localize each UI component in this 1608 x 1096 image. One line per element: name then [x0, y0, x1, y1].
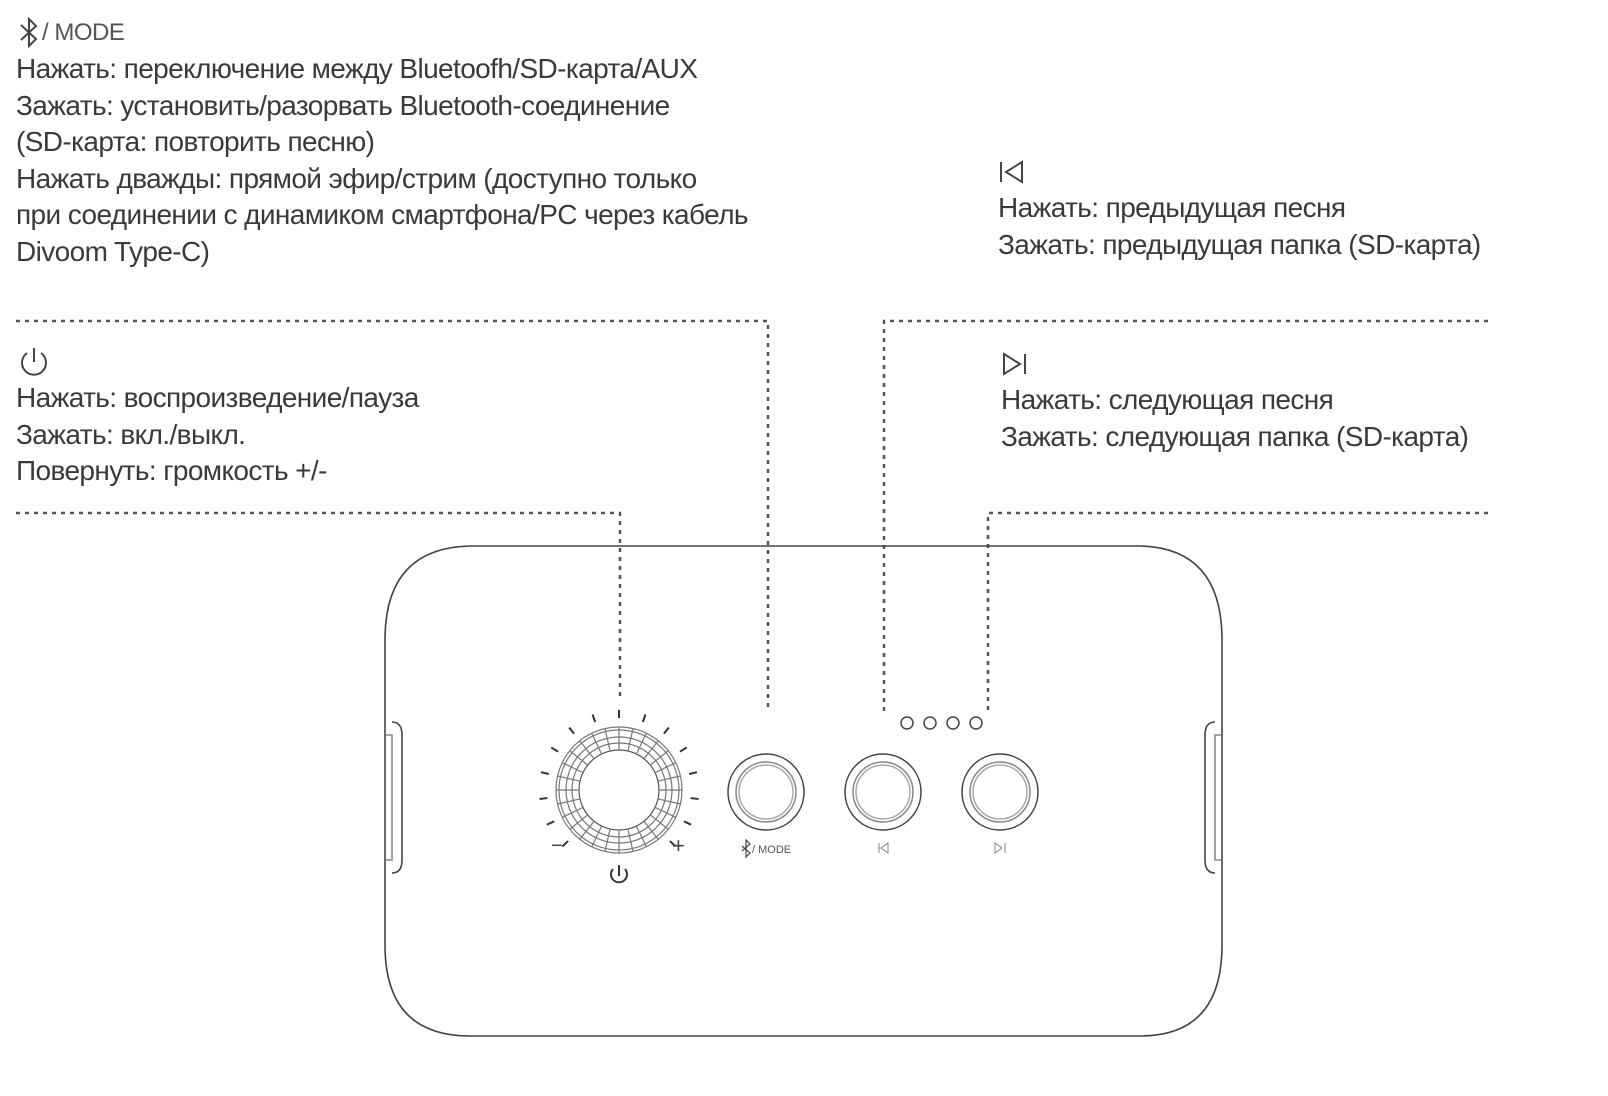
power-line: Нажать: воспроизведение/пауза — [16, 382, 419, 413]
side-handle-left — [391, 721, 403, 874]
volume-tick — [679, 746, 688, 753]
knob-rib — [627, 828, 634, 852]
previous-description: Нажать: предыдущая песня Зажать: предыду… — [998, 154, 1481, 263]
volume-tick — [539, 797, 548, 800]
knob-rib — [557, 775, 581, 782]
knob-rib — [561, 762, 584, 774]
knob-rib — [591, 732, 603, 755]
volume-tick — [591, 714, 597, 723]
volume-tick — [641, 714, 647, 723]
leader-prev — [882, 319, 1488, 712]
volume-tick — [688, 771, 698, 775]
volume-tick — [683, 820, 692, 826]
mode-button[interactable] — [727, 753, 805, 831]
volume-tick — [568, 726, 575, 735]
knob-plus-label: + — [672, 833, 685, 858]
volume-tick — [663, 726, 670, 735]
power-line: Повернуть: громкость +/- — [16, 455, 327, 487]
knob-minus-label: − — [551, 835, 563, 857]
mode-description: / MODE Нажать: переключение между Blueto… — [16, 15, 749, 271]
mode-line: при соединении с динамиком смартфона/PC … — [16, 199, 749, 231]
knob-rib — [557, 798, 581, 805]
knob-rib — [569, 814, 589, 830]
mode-line: Divoom Type-C) — [16, 235, 210, 267]
knob-rib — [561, 806, 584, 818]
leader-power — [16, 511, 622, 700]
knob-rib — [649, 750, 669, 766]
knob-rib — [579, 740, 595, 760]
previous-button-label-icon — [878, 841, 889, 855]
leader-lines — [16, 319, 1488, 712]
knob-power-icon — [610, 865, 628, 884]
next-description: Нажать: следующая песня Зажать: следующа… — [1001, 346, 1469, 455]
volume-tick — [690, 797, 699, 800]
volume-tick — [669, 840, 677, 848]
knob-rib — [627, 728, 634, 752]
knob-rib — [579, 820, 595, 840]
mode-header: / MODE — [16, 15, 748, 51]
knob-rib — [643, 740, 659, 760]
leader-next — [986, 511, 1488, 712]
previous-track-icon — [1000, 160, 1023, 184]
mode-line: Нажать: переключение между Bluetoofh/SD-… — [16, 53, 698, 84]
knob-rib — [569, 750, 589, 766]
power-icon — [21, 348, 47, 376]
mode-header-label: / MODE — [42, 18, 125, 46]
next-button-label-icon — [994, 841, 1006, 855]
mode-button-bluetooth-icon — [741, 838, 751, 859]
knob-rib — [604, 728, 611, 752]
previous-line: Нажать: предыдущая песня — [998, 192, 1346, 223]
mode-line: Нажать дважды: прямой эфир/стрим (доступ… — [16, 162, 697, 194]
mode-line: Зажать: установить/разорвать Bluetooth-с… — [16, 89, 670, 121]
previous-line: Зажать: предыдущая папка (SD-карта) — [998, 228, 1481, 260]
knob-rib — [657, 775, 681, 782]
next-button[interactable] — [961, 753, 1039, 831]
next-line: Зажать: следующая папка (SD-карта) — [1001, 420, 1469, 452]
next-track-icon — [1003, 352, 1026, 376]
next-line: Нажать: следующая песня — [1001, 384, 1334, 415]
led-indicators — [900, 716, 983, 730]
mode-button-label: / MODE — [752, 844, 791, 856]
knob-rib — [654, 762, 677, 774]
knob-rib — [649, 814, 669, 830]
knob-rib — [657, 798, 681, 805]
volume-tick — [561, 840, 569, 848]
knob-rib — [604, 828, 611, 852]
volume-knob[interactable] — [539, 710, 699, 854]
knob-rib — [643, 820, 659, 840]
knob-rib — [654, 806, 677, 818]
side-handle-right — [1204, 721, 1216, 874]
knob-rib — [591, 825, 603, 848]
knob-rib — [635, 825, 647, 848]
knob-rib — [635, 732, 647, 755]
mode-line: (SD-карта: повторить песню) — [16, 126, 375, 158]
previous-button[interactable] — [844, 753, 922, 831]
volume-tick — [540, 771, 550, 775]
power-line: Зажать: вкл./выкл. — [16, 418, 246, 450]
volume-tick — [550, 746, 559, 753]
bluetooth-icon — [20, 16, 38, 49]
speaker-body — [384, 545, 1223, 1037]
volume-tick — [546, 820, 555, 826]
power-description: Нажать: воспроизведение/пауза Зажать: вк… — [16, 344, 419, 490]
